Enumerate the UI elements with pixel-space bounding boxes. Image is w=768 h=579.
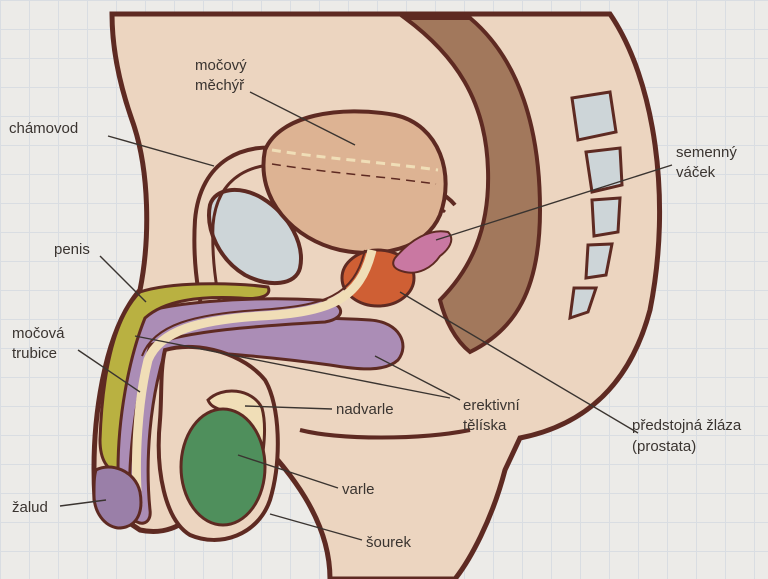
vertebra: [572, 92, 616, 140]
label-prostata-1: předstojná žláza: [632, 417, 742, 434]
label-chamovod: chámovod: [9, 120, 78, 137]
label-prostata-2: (prostata): [632, 438, 696, 455]
label-penis: penis: [54, 241, 90, 258]
label-sourek: šourek: [366, 534, 412, 551]
label-semenny-vacek-1: semenný: [676, 144, 737, 161]
label-erektivni-teliska-2: tělíska: [463, 417, 507, 434]
vertebra: [586, 148, 622, 192]
label-semenny-vacek-2: váček: [676, 164, 716, 181]
leader-penis: [100, 256, 146, 302]
label-varle: varle: [342, 481, 375, 498]
label-mocovy-mechyr-1: močový: [195, 57, 247, 74]
testis: [181, 409, 265, 525]
label-mocova-trubice-2: trubice: [12, 345, 57, 362]
label-mocova-trubice-1: močová: [12, 325, 65, 342]
label-mocovy-mechyr-2: měchýř: [195, 77, 245, 94]
label-zalud: žalud: [12, 499, 48, 516]
label-erektivni-teliska-1: erektivní: [463, 397, 521, 414]
label-nadvarle: nadvarle: [336, 401, 394, 418]
vertebra: [592, 198, 620, 236]
